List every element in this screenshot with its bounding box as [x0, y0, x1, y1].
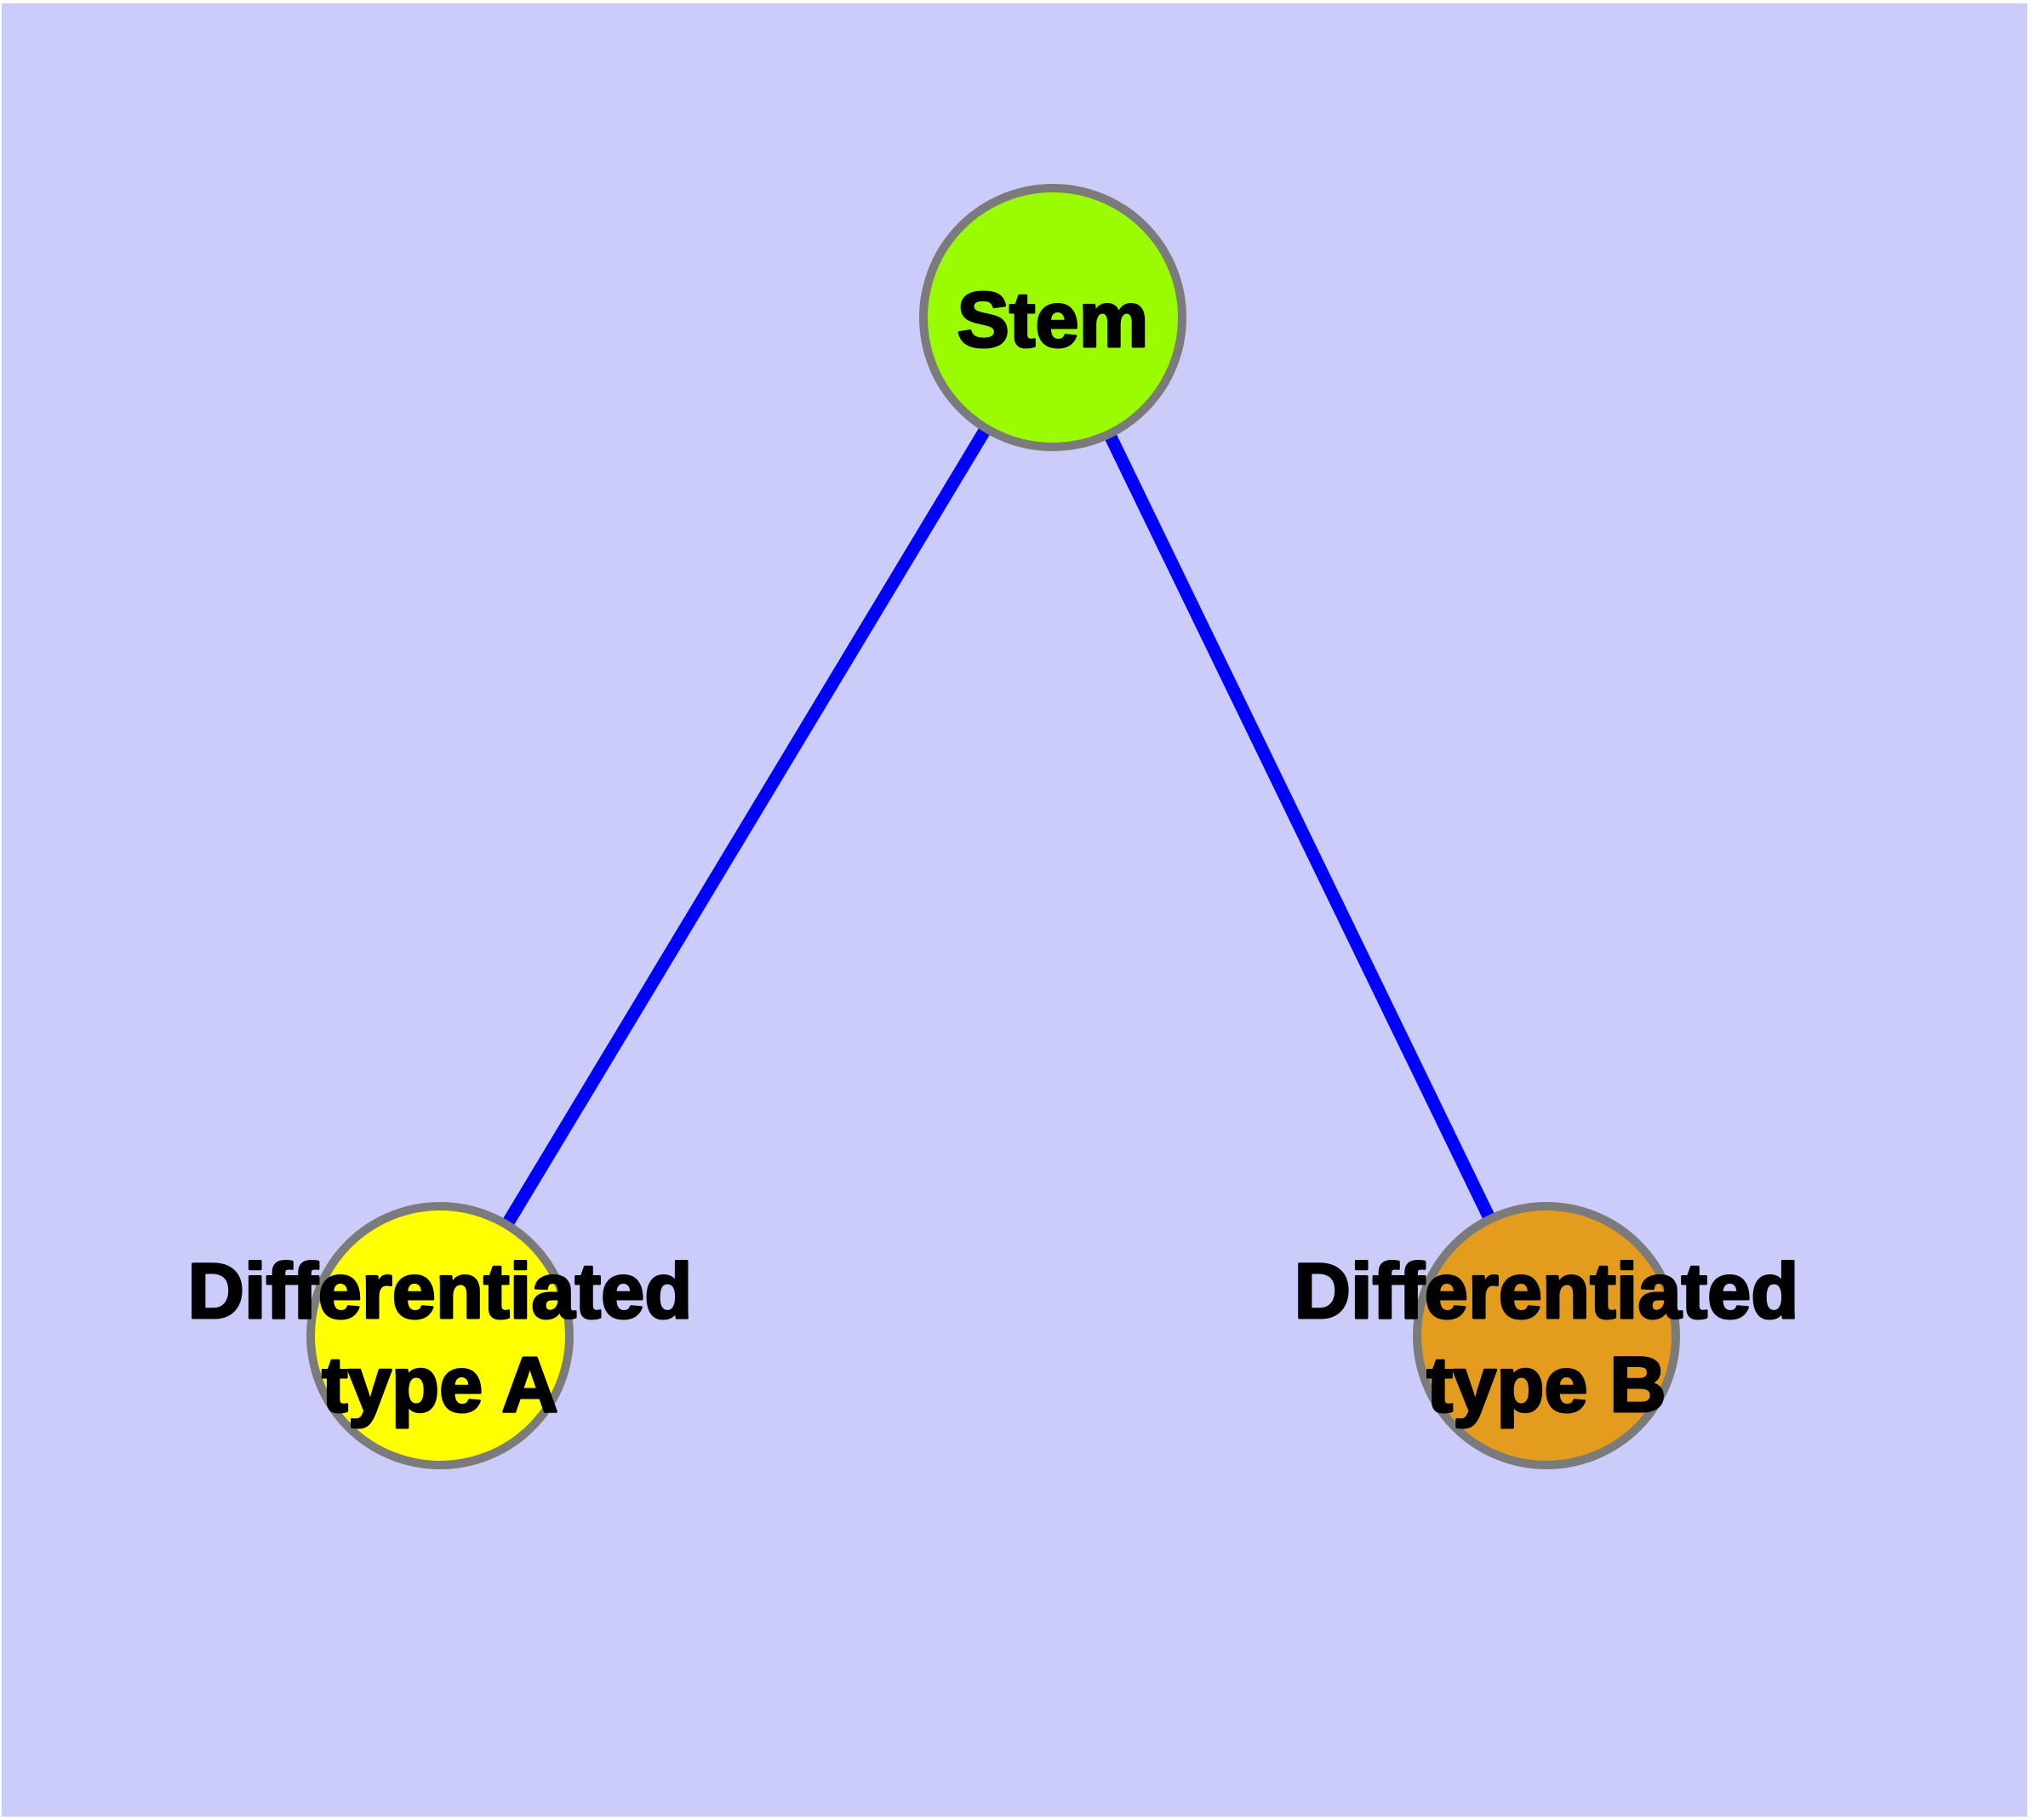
node-differentiated-type-b-label-line2: type B	[1426, 1342, 1666, 1428]
node-stem-label: Stem	[957, 277, 1149, 363]
node-differentiated-type-a-circle	[306, 1202, 574, 1469]
node-differentiated-type-a-label-line1: Differentiated	[188, 1248, 693, 1335]
node-differentiated-type-b-label-line1: Differentiated	[1295, 1248, 1799, 1335]
edge-stem-to-type-b	[1047, 314, 1552, 1339]
edge-stem-to-type-a	[434, 314, 1059, 1339]
node-differentiated-type-b-circle	[1413, 1202, 1680, 1469]
node-differentiated-type-a-label-line2: type A	[322, 1342, 558, 1428]
node-stem-circle	[919, 184, 1186, 451]
